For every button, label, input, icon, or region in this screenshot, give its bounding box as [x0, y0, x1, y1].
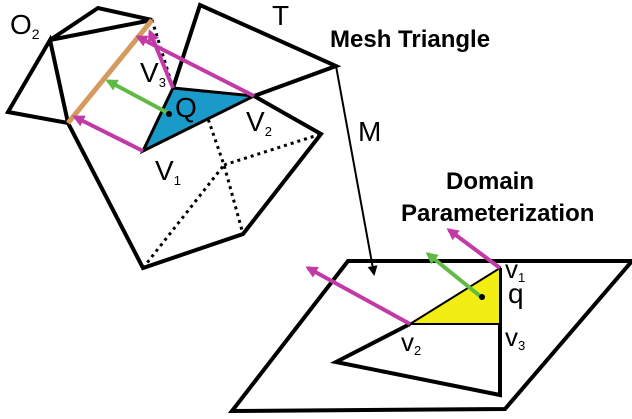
- domain-point-q: [479, 294, 485, 300]
- label-q: q: [508, 278, 524, 309]
- domain-green-arrow: [425, 252, 482, 298]
- mesh-magenta-arrows: [72, 29, 255, 153]
- label-V3: V3: [140, 57, 166, 90]
- domain-triangle: [406, 266, 501, 325]
- mesh-triangle: [139, 86, 260, 155]
- mesh-green-arrow: [105, 79, 169, 115]
- domain-plane: [227, 259, 632, 414]
- mesh-title: Mesh Triangle: [330, 26, 490, 53]
- label-Q: Q: [175, 92, 197, 123]
- label-v3: v3: [505, 322, 525, 353]
- mapping-arrow: [335, 65, 378, 276]
- label-v2: v2: [401, 327, 421, 358]
- label-M: M: [358, 116, 381, 147]
- mesh-point-Q: [166, 111, 172, 117]
- label-T: T: [272, 0, 289, 31]
- label-O2: O2: [10, 9, 40, 42]
- label-V2: V2: [246, 106, 272, 139]
- label-v1: v1: [505, 254, 525, 285]
- domain-magenta-arrows: [305, 228, 502, 326]
- label-V1: V1: [155, 155, 181, 188]
- domain-title-line2: Parameterization: [401, 200, 594, 227]
- mesh-dotted-edges: [141, 19, 322, 269]
- domain-inner-lines: [330, 268, 502, 398]
- domain-title-line1: Domain: [446, 168, 534, 195]
